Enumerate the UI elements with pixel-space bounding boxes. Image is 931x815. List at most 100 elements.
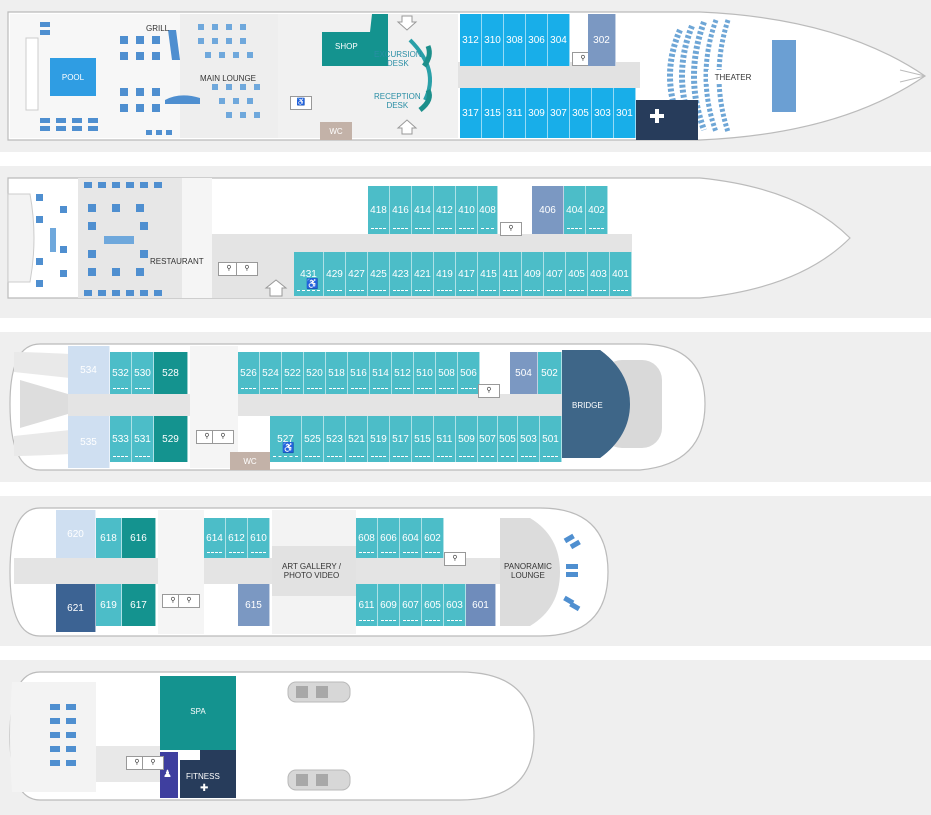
cabin-302[interactable]: 302 xyxy=(588,14,616,66)
cabin-307[interactable]: 307 xyxy=(548,88,570,138)
cabin-519[interactable]: 519 xyxy=(368,416,390,462)
art-gallery-label: ART GALLERY / PHOTO VIDEO xyxy=(282,562,341,580)
cabin-533[interactable]: 533 xyxy=(110,416,132,462)
cabin-410[interactable]: 410 xyxy=(456,186,478,234)
cabin-602[interactable]: 602 xyxy=(422,518,444,558)
theater-label: THEATER xyxy=(714,73,752,82)
cabin-305[interactable]: 305 xyxy=(570,88,592,138)
cabin-425[interactable]: 425 xyxy=(368,252,390,296)
cabin-304[interactable]: 304 xyxy=(548,14,570,66)
wc xyxy=(230,452,270,470)
cabin-411[interactable]: 411 xyxy=(500,252,522,296)
cabin-526[interactable]: 526 xyxy=(238,352,260,394)
cabin-406[interactable]: 406 xyxy=(532,186,564,234)
cabin-310[interactable]: 310 xyxy=(482,14,504,66)
cabin-311[interactable]: 311 xyxy=(504,88,526,138)
cabin-503[interactable]: 503 xyxy=(518,416,540,462)
cabin-610[interactable]: 610 xyxy=(248,518,270,558)
cabin-306[interactable]: 306 xyxy=(526,14,548,66)
cabin-527[interactable]: 527 xyxy=(270,416,302,462)
cabin-417[interactable]: 417 xyxy=(456,252,478,296)
cabin-502[interactable]: 502 xyxy=(538,352,562,394)
cabin-303[interactable]: 303 xyxy=(592,88,614,138)
cabin-604[interactable]: 604 xyxy=(400,518,422,558)
cabin-607[interactable]: 607 xyxy=(400,584,422,626)
cabin-514[interactable]: 514 xyxy=(370,352,392,394)
cabin-510[interactable]: 510 xyxy=(414,352,436,394)
cabin-530[interactable]: 530 xyxy=(132,352,154,394)
cabin-518[interactable]: 518 xyxy=(326,352,348,394)
cabin-525[interactable]: 525 xyxy=(302,416,324,462)
cabin-603[interactable]: 603 xyxy=(444,584,466,626)
cabin-621[interactable]: 621 xyxy=(56,584,96,632)
cabin-608[interactable]: 608 xyxy=(356,518,378,558)
cabin-409[interactable]: 409 xyxy=(522,252,544,296)
cabin-611[interactable]: 611 xyxy=(356,584,378,626)
restroom-icon: ♿ xyxy=(290,96,312,110)
cabin-507[interactable]: 507 xyxy=(478,416,498,462)
cabin-431[interactable]: 431 xyxy=(294,252,324,296)
cabin-511[interactable]: 511 xyxy=(434,416,456,462)
cabin-301[interactable]: 301 xyxy=(614,88,636,138)
cabin-615[interactable]: 615 xyxy=(238,584,270,626)
cabin-317[interactable]: 317 xyxy=(460,88,482,138)
cabin-535[interactable]: 535 xyxy=(68,416,110,468)
cabin-415[interactable]: 415 xyxy=(478,252,500,296)
cabin-531[interactable]: 531 xyxy=(132,416,154,462)
cabin-534[interactable]: 534 xyxy=(68,346,110,394)
cabin-617[interactable]: 617 xyxy=(122,584,156,626)
cabin-512[interactable]: 512 xyxy=(392,352,414,394)
cabin-429[interactable]: 429 xyxy=(324,252,346,296)
cabin-309[interactable]: 309 xyxy=(526,88,548,138)
cabin-403[interactable]: 403 xyxy=(588,252,610,296)
cabin-405[interactable]: 405 xyxy=(566,252,588,296)
restroom-icon: ⚲ xyxy=(500,222,522,236)
cabin-412[interactable]: 412 xyxy=(434,186,456,234)
cabin-521[interactable]: 521 xyxy=(346,416,368,462)
cabin-408[interactable]: 408 xyxy=(478,186,498,234)
cabin-421[interactable]: 421 xyxy=(412,252,434,296)
cabin-620[interactable]: 620 xyxy=(56,510,96,558)
cabin-517[interactable]: 517 xyxy=(390,416,412,462)
cabin-609[interactable]: 609 xyxy=(378,584,400,626)
restroom-icon: ⚲ xyxy=(142,756,164,770)
cabin-404[interactable]: 404 xyxy=(564,186,586,234)
cabin-308[interactable]: 308 xyxy=(504,14,526,66)
grill-label: GRILL xyxy=(146,24,170,33)
cabin-601[interactable]: 601 xyxy=(466,584,496,626)
cabin-418[interactable]: 418 xyxy=(368,186,390,234)
cabin-618[interactable]: 618 xyxy=(96,518,122,558)
cabin-427[interactable]: 427 xyxy=(346,252,368,296)
cabin-605[interactable]: 605 xyxy=(422,584,444,626)
cabin-606[interactable]: 606 xyxy=(378,518,400,558)
cabin-515[interactable]: 515 xyxy=(412,416,434,462)
cabin-612[interactable]: 612 xyxy=(226,518,248,558)
cabin-523[interactable]: 523 xyxy=(324,416,346,462)
cabin-616[interactable]: 616 xyxy=(122,518,156,558)
cabin-501[interactable]: 501 xyxy=(540,416,562,462)
cabin-516[interactable]: 516 xyxy=(348,352,370,394)
cabin-402[interactable]: 402 xyxy=(586,186,608,234)
cabin-509[interactable]: 509 xyxy=(456,416,478,462)
cabin-504[interactable]: 504 xyxy=(510,352,538,394)
cabin-522[interactable]: 522 xyxy=(282,352,304,394)
cabin-619[interactable]: 619 xyxy=(96,584,122,626)
cabin-520[interactable]: 520 xyxy=(304,352,326,394)
cabin-312[interactable]: 312 xyxy=(460,14,482,66)
cabin-508[interactable]: 508 xyxy=(436,352,458,394)
cabin-419[interactable]: 419 xyxy=(434,252,456,296)
cabin-407[interactable]: 407 xyxy=(544,252,566,296)
cabin-423[interactable]: 423 xyxy=(390,252,412,296)
cabin-416[interactable]: 416 xyxy=(390,186,412,234)
cabin-315[interactable]: 315 xyxy=(482,88,504,138)
cabin-505[interactable]: 505 xyxy=(498,416,518,462)
cabin-506[interactable]: 506 xyxy=(458,352,480,394)
cabin-532[interactable]: 532 xyxy=(110,352,132,394)
cabin-401[interactable]: 401 xyxy=(610,252,632,296)
cabin-614[interactable]: 614 xyxy=(204,518,226,558)
cabin-524[interactable]: 524 xyxy=(260,352,282,394)
cabin-414[interactable]: 414 xyxy=(412,186,434,234)
cabin-529[interactable]: 529 xyxy=(154,416,188,462)
reception-desk-label: RECEPTION DESK xyxy=(374,92,421,110)
cabin-528[interactable]: 528 xyxy=(154,352,188,394)
